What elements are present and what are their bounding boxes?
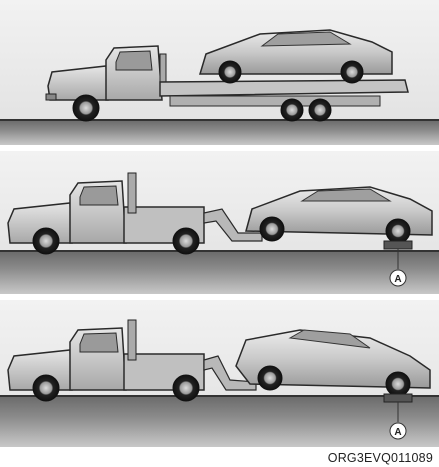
road [0, 251, 439, 294]
wheel-lift-front-panel: A [0, 151, 439, 294]
marker-label: A [394, 274, 401, 285]
image-code: ORG3EVQ011089 [328, 451, 433, 465]
road [0, 396, 439, 447]
flatbed-towing-panel [0, 0, 439, 145]
marker-label: A [394, 427, 401, 438]
road [0, 120, 439, 145]
wheel-lift-rear-panel: A [0, 300, 439, 447]
